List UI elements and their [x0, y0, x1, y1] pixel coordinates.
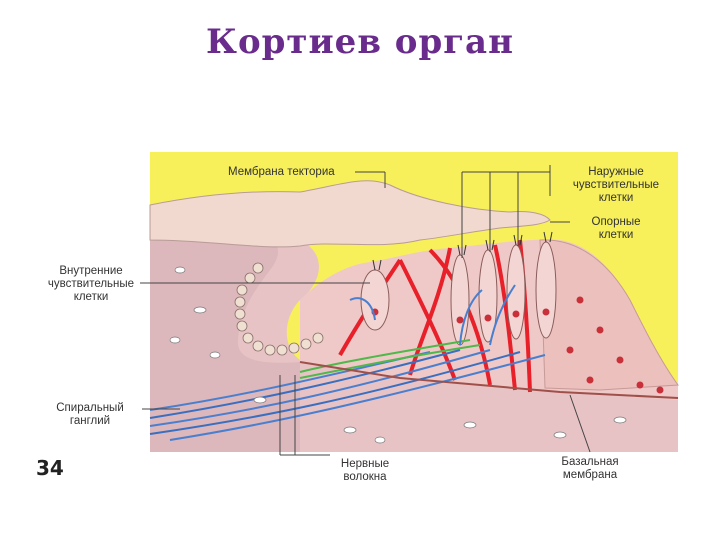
label-inner-hair-cells: Внутренние чувствительные клетки: [38, 265, 144, 304]
tissue-cells: [169, 266, 627, 444]
label-outer-hair-cells-line3: клетки: [598, 192, 634, 204]
label-spiral-ganglion-line2: ганглий: [69, 415, 111, 427]
label-inner-hair-cells-line1: Внутренние: [59, 265, 123, 277]
page-title: Кортиев орган: [206, 22, 514, 62]
inner-sulcus-cells: [234, 262, 324, 356]
leader-lines: [140, 165, 591, 456]
label-outer-hair-cells-line1: Наружные: [588, 166, 644, 178]
stereocilia: [372, 231, 553, 271]
label-nerve-fibers: Нервные волокна: [320, 458, 410, 484]
cell-nuclei: [371, 296, 664, 394]
label-inner-hair-cells-line2: чувствительные: [47, 278, 135, 290]
label-supporting-cells-line2: клетки: [598, 229, 634, 241]
label-spiral-ganglion: Спиральный ганглий: [40, 402, 140, 428]
label-nerve-fibers-line1: Нервные: [340, 458, 390, 470]
limbus-tissue: [150, 224, 300, 452]
tectorial-membrane: [149, 180, 551, 248]
label-outer-hair-cells-line2: чувствительные: [572, 179, 660, 191]
label-spiral-ganglion-line1: Спиральный: [56, 402, 124, 414]
label-nerve-fibers-line2: волокна: [343, 471, 387, 483]
label-outer-hair-cells: Наружные чувствительные клетки: [556, 166, 676, 205]
label-inner-hair-cells-line3: клетки: [73, 291, 109, 303]
label-tectorial-membrane: Мембрана текториа: [228, 166, 335, 178]
label-supporting-cells-line1: Опорные: [591, 216, 641, 228]
label-basilar-membrane: Базальная мембрана: [540, 456, 640, 482]
label-supporting-cells: Опорные клетки: [566, 216, 666, 242]
nerve-fibers: [149, 284, 546, 441]
outer-supporting-cells: [539, 239, 679, 391]
basilar-membrane: [299, 361, 679, 399]
slide-number: 34: [36, 456, 64, 480]
label-basilar-membrane-line2: мембрана: [562, 469, 618, 481]
label-basilar-membrane-line1: Базальная: [561, 456, 619, 468]
